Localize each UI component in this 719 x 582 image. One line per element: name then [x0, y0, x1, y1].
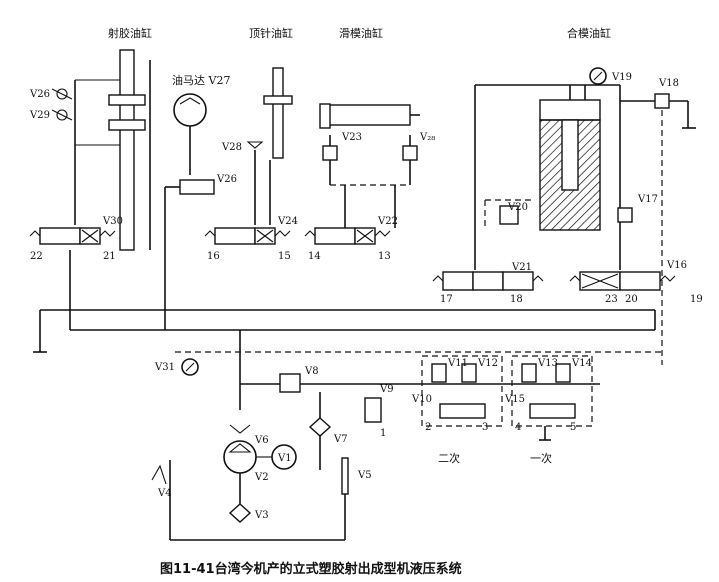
label-v16: V16: [666, 260, 687, 271]
label-v-top: V₂₈: [419, 132, 435, 143]
ejector-cylinder: V28: [221, 67, 293, 225]
label-v19: V19: [611, 72, 632, 83]
solenoid-3: 3: [482, 422, 488, 433]
throttle-check-v29: V29: [29, 109, 73, 121]
directional-valve-v16: V16 23 20 19: [569, 260, 703, 305]
directional-valve-v24: V24 16 15: [204, 216, 298, 262]
solenoid-18: 18: [510, 294, 523, 305]
label-v2: V2: [254, 472, 269, 483]
injection-cylinder: [74, 49, 151, 251]
pilot-group-first: V13 V14 V15 4 5 一次: [504, 355, 593, 465]
solenoid-5: 5: [570, 422, 576, 433]
solenoid-1: 1: [380, 428, 386, 439]
label-second-stage: 二次: [438, 451, 460, 465]
gauge-v31: V31: [154, 358, 199, 376]
header-injection-cylinder: 射胶油缸: [108, 26, 152, 40]
solenoid-20: 20: [625, 294, 638, 305]
label-v10: V10: [411, 394, 432, 405]
solenoid-14: 14: [308, 251, 321, 262]
label-v15: V15: [504, 394, 525, 405]
directional-valve-v30: V30 22 21: [29, 216, 123, 262]
solenoid-15: 15: [278, 251, 291, 262]
solenoid-4: 4: [515, 422, 521, 433]
label-v26: V26: [216, 174, 237, 185]
valve-v9: V9 1: [364, 384, 394, 439]
label-v1: V1: [277, 453, 292, 464]
valve-v18: V18: [620, 78, 696, 129]
label-v13: V13: [537, 358, 558, 369]
solenoid-16: 16: [207, 251, 220, 262]
solenoid-13: 13: [378, 251, 391, 262]
label-v18: V18: [658, 78, 679, 89]
clamp-cylinder: [474, 84, 621, 270]
solenoid-17: 17: [440, 294, 453, 305]
label-v31: V31: [154, 362, 175, 373]
label-v14: V14: [571, 358, 592, 369]
label-v5: V5: [357, 470, 372, 481]
directional-valve-v22: V22 14 13: [304, 216, 398, 262]
label-v12: V12: [477, 358, 498, 369]
label-v29: V29: [29, 110, 50, 121]
oil-motor-v27: 油马达 V27: [172, 73, 230, 175]
label-v3: V3: [254, 510, 269, 521]
label-first-stage: 一次: [530, 451, 552, 465]
header-slide-mold-cylinder: 滑模油缸: [339, 26, 383, 40]
pilot-group-second: V11 V12 V10 2 3 二次: [411, 355, 503, 465]
pressure-gauge-v19: V19: [589, 67, 632, 85]
slide-mold-cylinder: V23 V₂₈: [319, 103, 435, 228]
solenoid-2: 2: [425, 422, 431, 433]
header-clamp-cylinder: 合模油缸: [567, 26, 611, 40]
label-v24: V24: [277, 216, 298, 227]
figure-caption: 图11-41台湾今机产的立式塑胶射出成型机液压系统: [160, 561, 462, 577]
label-v22: V22: [377, 216, 398, 227]
directional-valve-v21: V21 17 18: [432, 262, 544, 305]
relief-valve-v8: V8: [279, 366, 319, 393]
label-v26-top: V26: [29, 89, 50, 100]
label-v28: V28: [221, 142, 242, 153]
label-v17: V17: [637, 194, 658, 205]
solenoid-19: 19: [690, 294, 703, 305]
solenoid-23: 23: [605, 294, 618, 305]
valve-v17: V17: [617, 194, 658, 223]
throttle-check-v25: V26: [29, 88, 73, 100]
label-v11: V11: [447, 358, 468, 369]
valve-v26: V26: [164, 174, 237, 330]
solenoid-21: 21: [103, 251, 116, 262]
label-v20: V20: [507, 202, 528, 213]
label-v6: V6: [254, 435, 269, 446]
header-ejector-cylinder: 顶针油缸: [249, 26, 293, 40]
label-oil-motor: 油马达 V27: [172, 73, 230, 87]
label-v30: V30: [102, 216, 123, 227]
pump-tank: V2 V1 V6 V3 V7 V4 V5: [151, 392, 372, 541]
valve-v20: V20: [484, 199, 535, 230]
label-v8: V8: [304, 366, 319, 377]
label-v7: V7: [333, 434, 348, 445]
label-v4: V4: [157, 488, 172, 499]
label-v23: V23: [341, 132, 362, 143]
label-v9: V9: [379, 384, 394, 395]
solenoid-22: 22: [30, 251, 43, 262]
label-v21: V21: [511, 262, 532, 273]
